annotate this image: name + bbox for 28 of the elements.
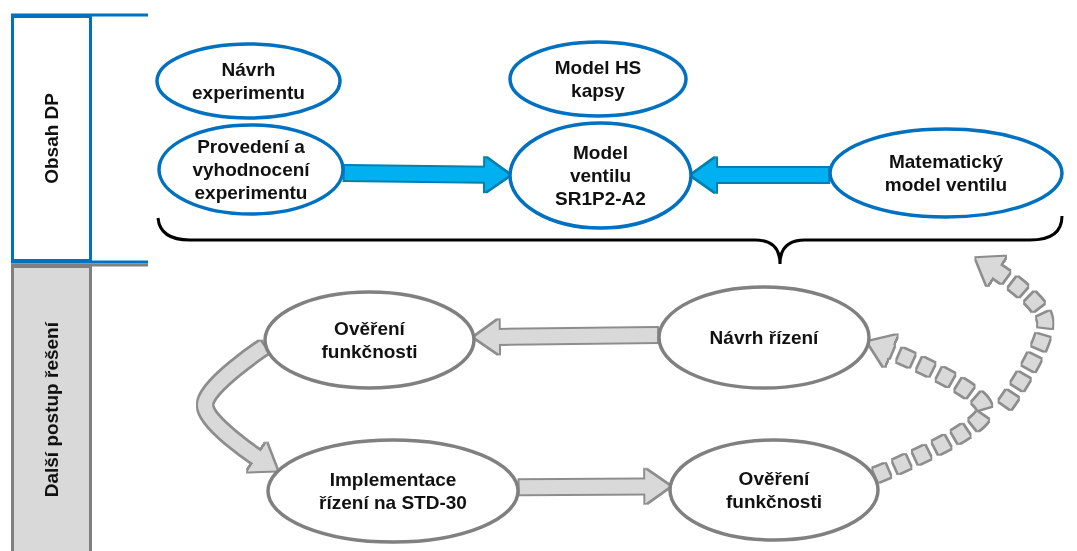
ellipse-node: [508, 40, 688, 118]
ellipse-node: [657, 285, 871, 390]
ellipse-node: [508, 121, 693, 230]
ellipse-node: [155, 42, 342, 120]
node-label: Implementace řízení na STD-30: [318, 468, 468, 514]
block-arrow: [976, 256, 1053, 409]
block-arrow: [868, 335, 992, 482]
node-label: Návrh řízení: [709, 326, 819, 349]
ellipse-node: [828, 127, 1064, 219]
block-arrow: [344, 157, 509, 192]
node-label: Obsah DP: [40, 93, 63, 184]
ellipse-node: [263, 290, 476, 390]
node-label: Ověření funkčnosti: [320, 317, 419, 363]
node-label: Návrh experimentu: [191, 58, 306, 104]
node-label: Matematický model ventilu: [883, 150, 1009, 196]
node-label: Ověření funkčnosti: [724, 467, 824, 513]
block-arrow: [474, 319, 658, 354]
ellipse-node: [157, 123, 345, 216]
block-arrow: [692, 158, 829, 193]
block-arrow: [519, 469, 670, 504]
node-label: Model HS kapsy: [553, 56, 643, 102]
sidebar-panel: [11, 15, 92, 262]
node-label: Další postup řešení: [40, 321, 63, 498]
node-label: Model ventilu SR1P2-A2: [554, 141, 647, 210]
node-label: Provedení a vyhodnocení experimentu: [191, 135, 311, 204]
sidebar-panel: [11, 265, 92, 551]
ellipse-node: [668, 438, 880, 542]
ellipse-node: [266, 438, 520, 544]
